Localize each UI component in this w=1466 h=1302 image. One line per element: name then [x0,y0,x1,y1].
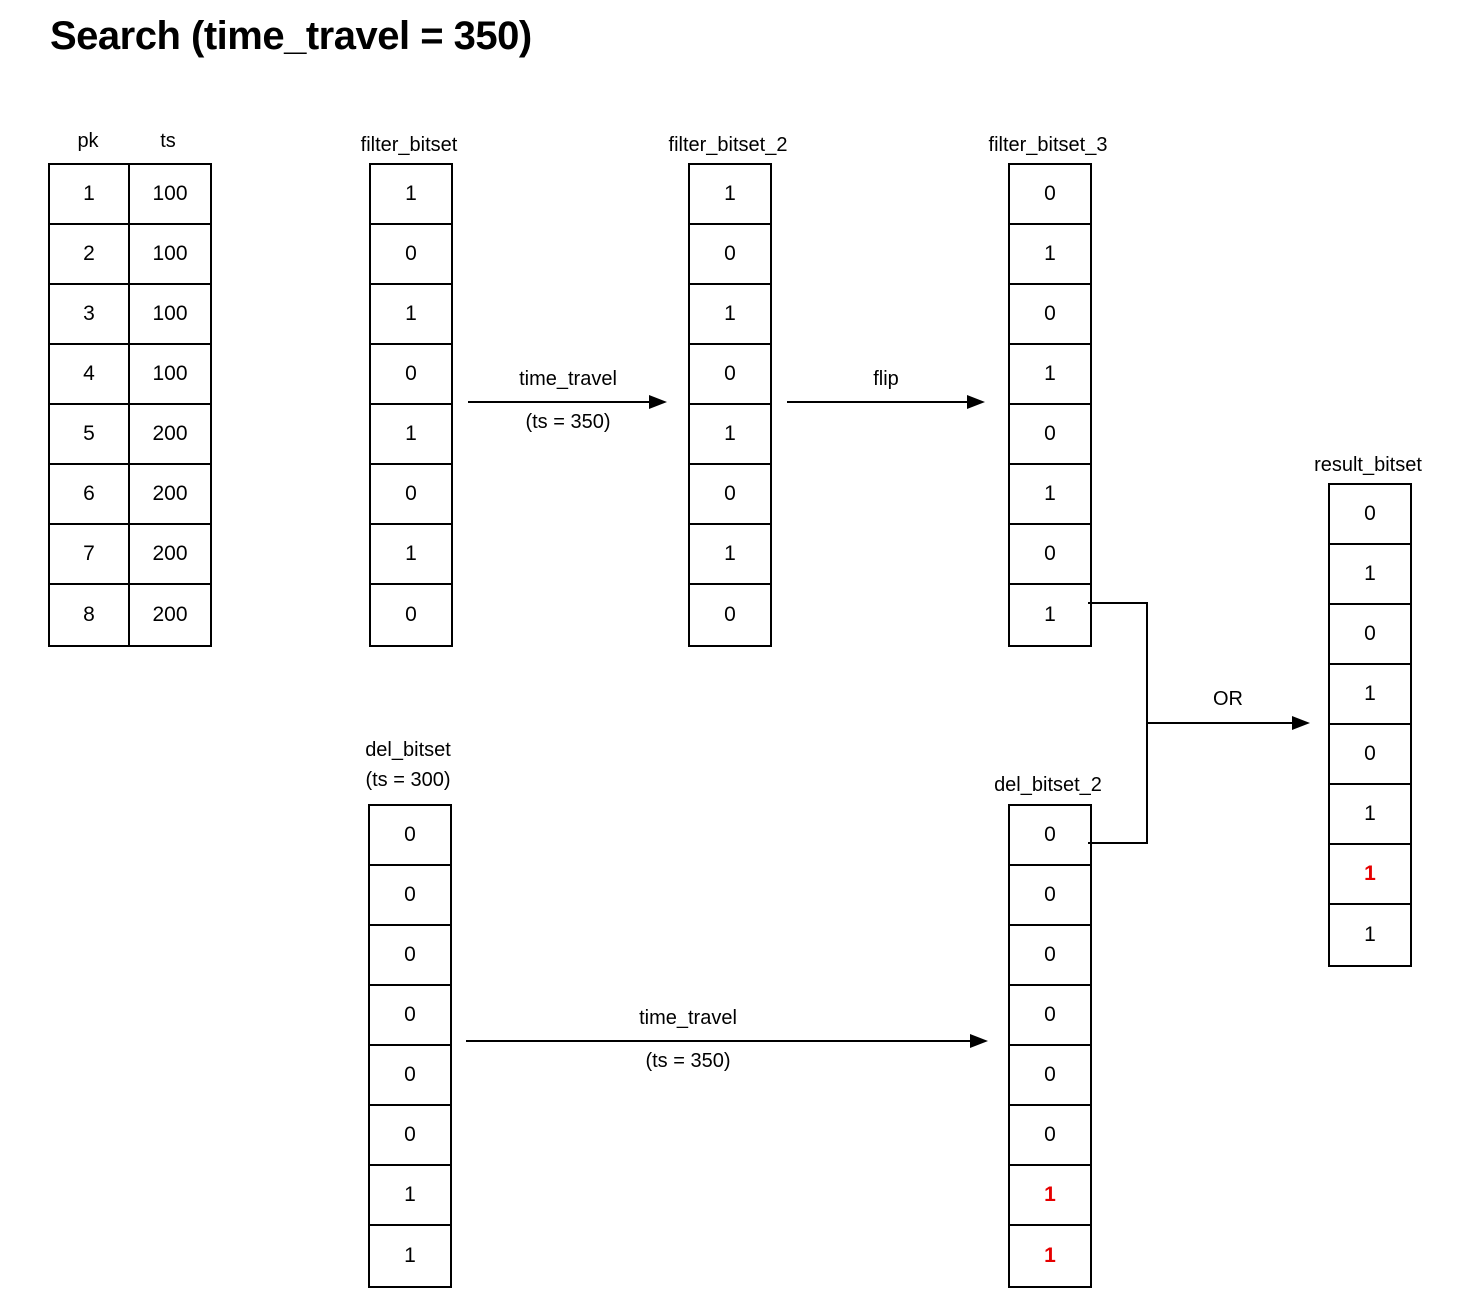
table-cell: 200 [130,465,210,525]
arrowhead-icon [970,1034,988,1048]
arrow-sublabel-time-travel-bottom: (ts = 350) [645,1050,731,1072]
bitset-cell: 1 [371,285,451,345]
arrow-time-travel-bottom [466,1040,971,1042]
bitset-cell: 1 [404,1244,416,1267]
bitset-cell: 1 [1010,225,1090,285]
table-cell: 100 [130,165,210,225]
bitset-cell: 0 [371,345,451,405]
arrow-label-flip: flip [873,368,899,390]
bitset-cell: 0 [370,866,450,926]
arrow-label-time-travel-bottom: time_travel [639,1007,737,1029]
bitset-cell: 1 [370,1166,450,1226]
table-cell: 7 [50,525,130,585]
bitset-cell: 1 [1044,1244,1056,1267]
arrow-label-or: OR [1213,688,1243,710]
bitset-label-del-bitset-2: del_bitset_2 [994,774,1102,796]
bitset-cell: 1 [690,525,770,585]
bitset-cell: 0 [1010,405,1090,465]
table-cell: 200 [130,525,210,585]
bitset-filter-bitset-2: 1 0 1 0 1 0 1 0 [688,163,772,647]
table-cell: 5 [50,405,130,465]
bitset-cell: 0 [1010,525,1090,585]
bitset-cell: 0 [370,926,450,986]
bitset-filter-bitset-3: 0 1 0 1 0 1 0 1 [1008,163,1092,647]
bitset-cell: 1 [371,525,451,585]
arrow-label-time-travel-top: time_travel [519,368,617,390]
bitset-cell: 1 [371,405,451,465]
bitset-cell: 1 [1044,603,1056,626]
arrowhead-icon [649,395,667,409]
bitset-cell: 0 [370,1046,450,1106]
table-cell: 200 [130,405,210,465]
bitset-cell: 1 [1010,465,1090,525]
table-cell: 8 [50,585,130,645]
connector-del-bitset-2 [1088,842,1146,844]
bitset-result-bitset: 0 1 0 1 0 1 1 1 [1328,483,1412,967]
table-cell: 2 [50,225,130,285]
bitset-cell: 1 [1330,785,1410,845]
table-cell: 200 [152,603,188,626]
bitset-cell: 0 [371,225,451,285]
page-title: Search (time_travel = 350) [50,14,532,58]
bitset-cell: 1 [1330,845,1410,905]
bitset-cell: 1 [690,285,770,345]
table-cell: 6 [50,465,130,525]
bitset-cell: 0 [1330,485,1410,545]
arrow-sublabel-time-travel-top: (ts = 350) [525,411,611,433]
bitset-cell: 1 [690,165,770,225]
bitset-cell: 0 [724,603,736,626]
bitset-cell: 1 [1330,665,1410,725]
record-table: 1 100 2 100 3 100 4 100 5 200 6 200 7 20… [48,163,212,647]
bitset-cell: 0 [690,225,770,285]
bitset-label-del-bitset: del_bitset (ts = 300) [328,735,488,795]
bitset-label-result-bitset: result_bitset [1314,454,1422,476]
table-cell: 4 [50,345,130,405]
bitset-cell: 0 [405,603,417,626]
bitset-cell: 0 [1330,725,1410,785]
bitset-cell: 0 [1010,1106,1090,1166]
bitset-filter-bitset: 1 0 1 0 1 0 1 0 [369,163,453,647]
table-cell: 100 [130,345,210,405]
bitset-cell: 1 [371,165,451,225]
bitset-cell: 0 [1010,866,1090,926]
table-cell: 1 [50,165,130,225]
bitset-cell: 0 [1010,806,1090,866]
bitset-cell: 0 [690,345,770,405]
arrow-time-travel-top [468,401,650,403]
table-cell: 3 [50,285,130,345]
bitset-del-bitset-2: 0 0 0 0 0 0 1 1 [1008,804,1092,1288]
bitset-cell: 0 [1330,605,1410,665]
bitset-cell: 0 [1010,165,1090,225]
bitset-label-filter-bitset-2: filter_bitset_2 [668,134,788,156]
bitset-cell: 0 [690,465,770,525]
bitset-cell: 0 [370,806,450,866]
bitset-cell: 0 [1010,1046,1090,1106]
bitset-sublabel-line: (ts = 300) [365,769,451,791]
bitset-cell: 0 [370,986,450,1046]
connector-filter-bitset-3 [1088,602,1148,604]
bitset-label-filter-bitset-3: filter_bitset_3 [988,134,1108,156]
table-cell: 100 [130,225,210,285]
bitset-cell: 1 [1010,1166,1090,1226]
record-table-header: pk ts [48,130,208,153]
bitset-cell: 0 [370,1106,450,1166]
bitset-cell: 0 [1010,926,1090,986]
bitset-cell: 1 [1364,923,1376,946]
bitset-label-line: del_bitset [365,739,451,761]
bitset-del-bitset: 0 0 0 0 0 0 1 1 [368,804,452,1288]
arrowhead-icon [967,395,985,409]
arrow-flip [787,401,967,403]
column-header-pk: pk [77,130,99,152]
bitset-cell: 0 [1010,986,1090,1046]
bitset-cell: 1 [1330,545,1410,605]
bitset-cell: 1 [690,405,770,465]
bitset-label-filter-bitset: filter_bitset [360,134,458,156]
arrow-or [1146,722,1292,724]
bitset-cell: 0 [1010,285,1090,345]
bitset-cell: 1 [1010,345,1090,405]
column-header-ts: ts [160,130,176,152]
table-cell: 100 [130,285,210,345]
arrowhead-icon [1292,716,1310,730]
bitset-cell: 0 [371,465,451,525]
